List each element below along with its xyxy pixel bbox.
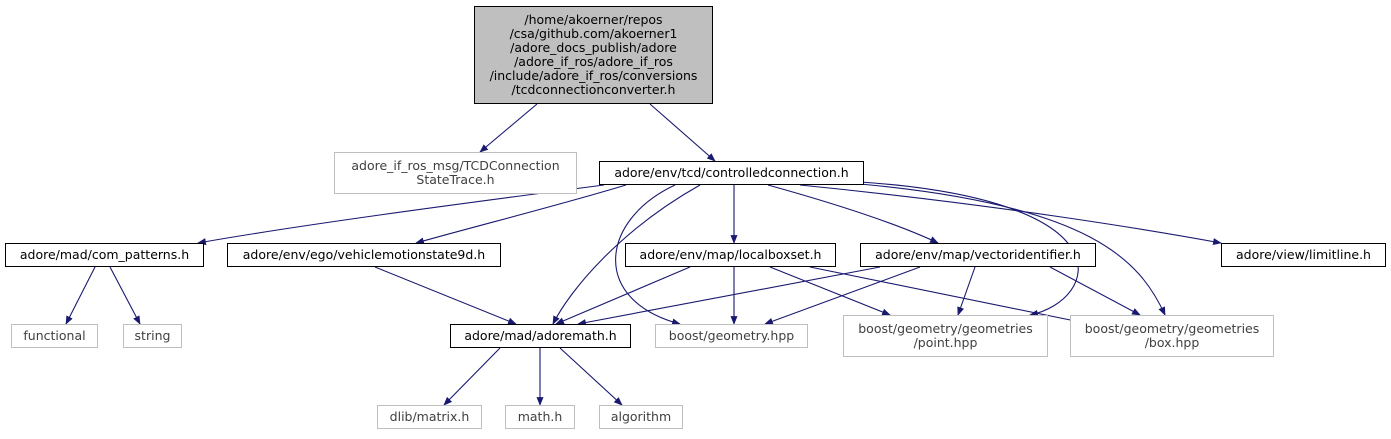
edge-compatterns-to-functional (65, 266, 96, 325)
node-limitline[interactable]: adore/view/limitline.h (1221, 243, 1386, 267)
edge-vectorid-to-adoremath (577, 266, 881, 326)
node-com-patterns[interactable]: adore/mad/com_patterns.h (5, 243, 204, 267)
edge-controlled-to-vehicle (415, 184, 627, 245)
edge-adoremath-to-dlib (443, 347, 501, 406)
edge-root-to-tcdmsg (479, 103, 538, 153)
edge-vehicle-to-adoremath (374, 266, 517, 325)
edge-localbox-to-box (809, 266, 1091, 326)
node-boost-geometry[interactable]: boost/geometry.hpp (655, 324, 808, 348)
node-string[interactable]: string (123, 324, 182, 348)
edge-controlled-to-limitline (799, 184, 1222, 246)
node-vectoridentifier[interactable]: adore/env/map/vectoridentifier.h (860, 243, 1096, 267)
edge-vectorid-to-box (1049, 266, 1141, 316)
node-math[interactable]: math.h (505, 405, 575, 429)
node-boost-point[interactable]: boost/geometry/geometries /point.hpp (843, 315, 1048, 357)
node-dlib-matrix[interactable]: dlib/matrix.h (377, 405, 482, 429)
node-tcdconnection-statetrace[interactable]: adore_if_ros_msg/TCDConnection StateTrac… (334, 152, 577, 194)
node-boost-box[interactable]: boost/geometry/geometries /box.hpp (1070, 315, 1274, 357)
edge-adoremath-to-algorithm (559, 347, 623, 406)
node-tcdconnectionconverter[interactable]: /home/akoerner/repos /csa/github.com/ako… (474, 6, 713, 104)
edge-vectorid-to-boostgeom (764, 266, 921, 325)
node-algorithm[interactable]: algorithm (599, 405, 683, 429)
node-controlledconnection[interactable]: adore/env/tcd/controlledconnection.h (599, 161, 864, 185)
node-adoremath[interactable]: adore/mad/adoremath.h (450, 324, 631, 348)
edge-localbox-to-adoremath (555, 266, 691, 325)
node-localboxset[interactable]: adore/env/map/localboxset.h (625, 243, 836, 267)
node-functional[interactable]: functional (11, 324, 98, 348)
edge-controlled-to-adoremath (552, 184, 701, 325)
edge-compatterns-to-string (109, 266, 141, 325)
edge-vectorid-to-point (957, 266, 976, 316)
edge-controlled-to-vectorid (767, 184, 939, 244)
edge-localbox-to-point (769, 266, 891, 316)
node-vehiclemotionstate9d[interactable]: adore/env/ego/vehiclemotionstate9d.h (227, 243, 501, 267)
edge-root-to-controlled (649, 103, 716, 162)
edge-controlled-to-box (859, 183, 1166, 316)
edge-controlled-to-boostgeom (615, 184, 681, 326)
